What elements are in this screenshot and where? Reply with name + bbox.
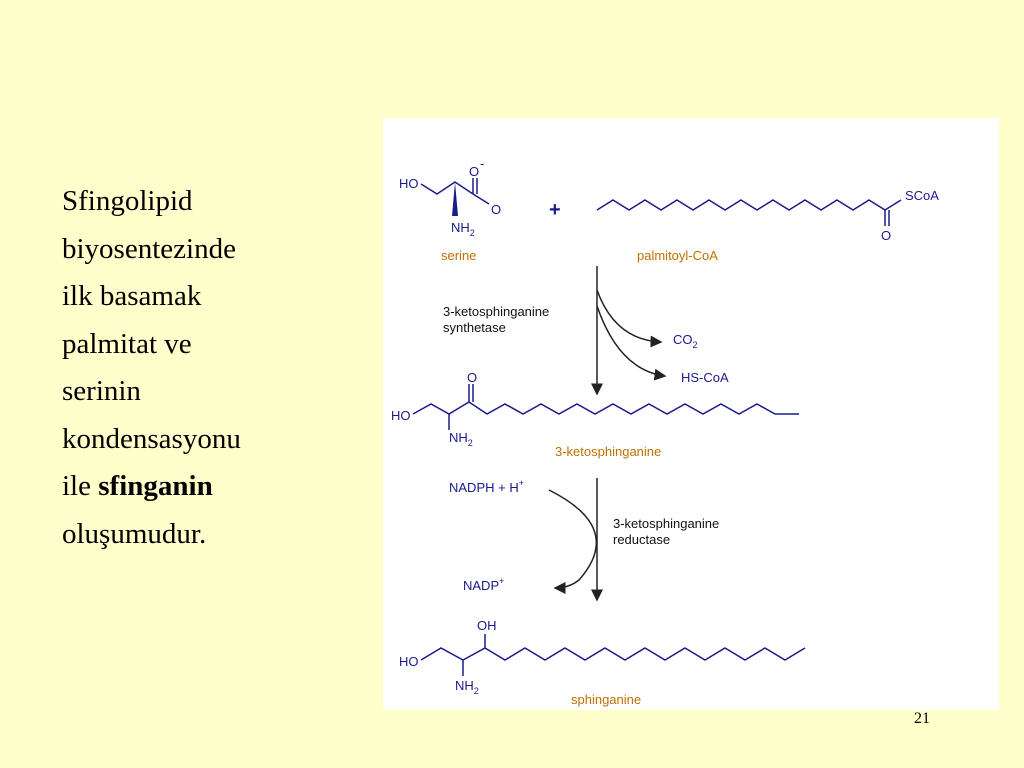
keto-o: O	[467, 370, 477, 385]
serine-label: serine	[441, 248, 476, 263]
sphinganine-nh: NH2	[455, 678, 479, 696]
nadp-label: NADP+	[463, 576, 504, 593]
serine-nh: NH2	[451, 220, 475, 238]
page-number: 21	[914, 710, 930, 727]
text-line: serinin	[62, 375, 141, 407]
bold-term: sfinganin	[98, 470, 213, 502]
palmitoyl-scoa: SCoA	[905, 188, 939, 203]
text-line-prefix: ile	[62, 470, 99, 502]
serine-o-minus: O	[469, 164, 479, 179]
serine-structure: HO O - O NH2 serine	[399, 156, 501, 263]
slide-body-text: Sfingolipid biyosentezinde ilk basamak p…	[62, 178, 362, 558]
text-line: ile sfinganin	[62, 463, 362, 511]
nadph-label: NADPH + H+	[449, 478, 524, 495]
text-line: ilk basamak	[62, 280, 202, 312]
serine-ho: HO	[399, 176, 419, 191]
serine-o: O	[491, 202, 501, 217]
synthetase-name-line1: 3-ketosphinganine	[443, 304, 549, 319]
step2-reaction: NADPH + H+ NADP+ 3-ketosphinganine reduc…	[449, 478, 719, 602]
serine-co-bond	[472, 193, 490, 205]
palmitoyl-coa-label: palmitoyl-CoA	[637, 248, 718, 263]
hscoa-arrow	[596, 305, 667, 381]
step1-reaction: 3-ketosphinganine synthetase CO2 HS-CoA	[443, 266, 729, 396]
sphinganine-structure: HO OH NH2 sphinganine	[399, 618, 806, 707]
hscoa-label: HS-CoA	[681, 370, 729, 385]
co2-label: CO2	[673, 332, 698, 350]
palmitoyl-chain	[596, 199, 902, 211]
sphinganine-oh: OH	[477, 618, 497, 633]
ketosphinganine-structure: HO O NH2 3-ketosphinganine	[391, 370, 799, 459]
text-line: kondensasyonu	[62, 422, 241, 455]
co2-arrow	[596, 289, 663, 348]
keto-ho: HO	[391, 408, 411, 423]
sphinganine-label: sphinganine	[571, 692, 641, 707]
text-line: biyosentezinde	[62, 232, 236, 265]
pathway-diagram: HO O - O NH2 serine + SCoA O palmitoyl-C…	[391, 156, 939, 707]
reductase-name-line2: reductase	[613, 532, 670, 547]
nadph-arrow	[548, 489, 597, 594]
synthetase-name-line2: synthetase	[443, 320, 506, 335]
sphinganine-ho: HO	[399, 654, 419, 669]
sphinganine-chain	[420, 647, 806, 661]
serine-bonds	[420, 181, 474, 195]
keto-nh: NH2	[449, 430, 473, 448]
pathway-figure: HO O - O NH2 serine + SCoA O palmitoyl-C…	[383, 118, 999, 710]
serine-minus: -	[480, 156, 484, 171]
text-line: Sfingolipid	[62, 185, 193, 217]
text-line: oluşumudur.	[62, 517, 207, 550]
reductase-name-line1: 3-ketosphinganine	[613, 516, 719, 531]
plus-sign: +	[549, 199, 561, 221]
keto-chain	[412, 401, 799, 415]
serine-wedge-bond	[452, 182, 458, 216]
ketosphinganine-label: 3-ketosphinganine	[555, 444, 661, 459]
palmitoyl-o: O	[881, 228, 891, 243]
text-line: palmitat ve	[62, 327, 192, 360]
palmitoyl-coa-structure: SCoA O palmitoyl-CoA	[596, 188, 939, 263]
